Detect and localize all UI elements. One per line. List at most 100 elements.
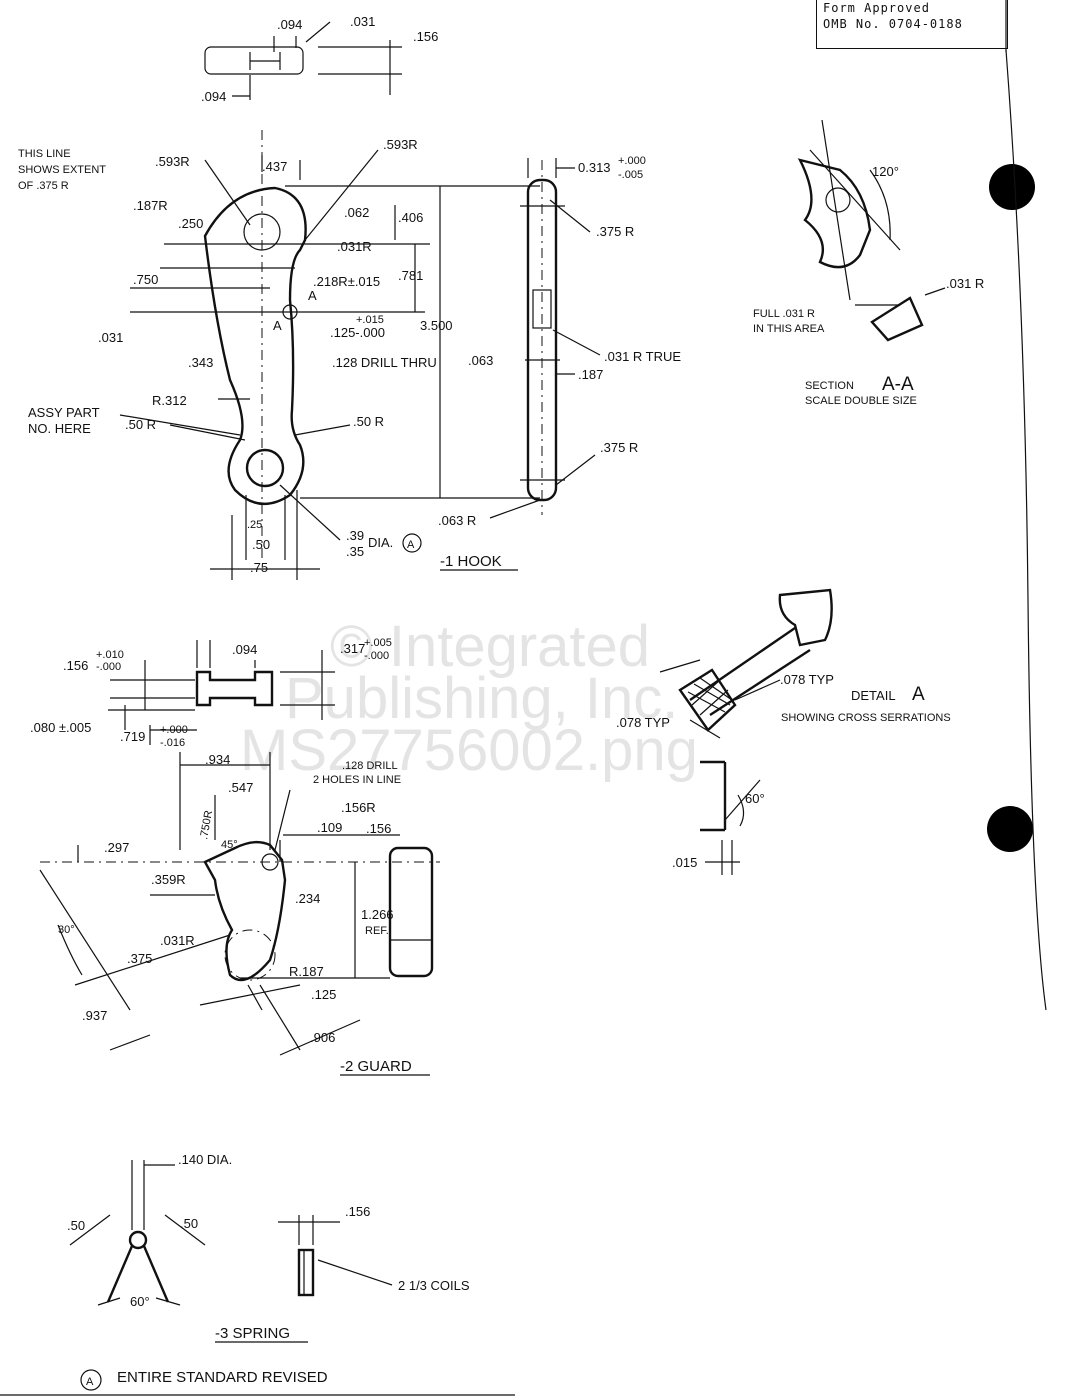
revision-flag-a — [402, 533, 422, 553]
guard-drill1: .128 DRILL — [342, 760, 398, 772]
side-tol-plus: +.000 — [618, 155, 646, 167]
guard-d094: .094 — [232, 642, 257, 657]
detail-serrations — [678, 668, 737, 732]
spring-view: .140 DIA. .50 .50 60° .156 2 1/3 COILS -… — [67, 1152, 470, 1343]
guard-r031: .031R — [160, 933, 195, 948]
side-r375-bottom: .375 R — [600, 440, 638, 455]
guard-d156-tol-minus: -.000 — [96, 661, 121, 673]
detail-a: .078 TYP DETAIL A .078 TYP SHOWING CROSS… — [616, 588, 951, 875]
spring-coil — [128, 1230, 148, 1250]
section-aa: 120° .031 R FULL .031 R IN THIS AREA SEC… — [753, 119, 984, 407]
hook-hole — [245, 448, 285, 488]
hook-title: -1 HOOK — [440, 553, 502, 570]
detail-typ-left: .078 TYP — [616, 715, 670, 730]
dim-031: .031 — [350, 14, 375, 29]
hook-dia-bottom: .35 — [346, 544, 364, 559]
hook-side-slot — [532, 289, 552, 329]
hook-tol-plus: +.015 — [356, 314, 384, 326]
guard-view: .934 .128 DRILL 2 HOLES IN LINE .547 .75… — [39, 752, 440, 1076]
guard-top-body — [195, 670, 274, 707]
hook-d437: .437 — [262, 159, 287, 174]
section-label: SECTION — [805, 380, 854, 392]
detail-id: A — [912, 684, 925, 705]
section-full1: FULL .031 R — [753, 308, 815, 320]
detail-showing: SHOWING CROSS SERRATIONS — [781, 712, 951, 724]
guard-r187: R.187 — [289, 964, 324, 979]
guard-d125: .125 — [311, 987, 336, 1002]
guard-r750: .750R — [198, 809, 215, 840]
guard-d109: .109 — [317, 820, 342, 835]
hook-d031-left: .031 — [98, 330, 123, 345]
guard-d547: .547 — [228, 780, 253, 795]
hook-d3500: 3.500 — [420, 318, 453, 333]
guard-ang30: 30° — [58, 924, 75, 936]
section-angle: 120° — [872, 164, 899, 179]
side-d063: .063 — [468, 353, 493, 368]
section-hole — [825, 187, 851, 213]
guard-d934: .934 — [205, 752, 230, 767]
guard-d719-tol-minus: -.016 — [160, 737, 185, 749]
hook-d250: .250 — [178, 216, 203, 231]
side-r031-true: .031 R TRUE — [604, 349, 681, 364]
detail-typ-top: .078 TYP — [780, 672, 834, 687]
side-d187: .187 — [578, 367, 603, 382]
spring-coils: 2 1/3 COILS — [398, 1278, 470, 1293]
dim-156: .156 — [413, 29, 438, 44]
border-curve — [1005, 49, 1047, 1011]
guard-title: -2 GUARD — [340, 1058, 412, 1075]
detail-label: DETAIL — [851, 688, 896, 703]
guard-ang45: 45° — [221, 839, 238, 851]
punch-hole-top — [989, 164, 1035, 210]
note-line3: OF .375 R — [18, 180, 69, 192]
hook-r312: R.312 — [152, 393, 187, 408]
hook-view: THIS LINE SHOWS EXTENT OF .375 R .593R .… — [18, 130, 540, 580]
hook-dia-label: DIA. — [368, 535, 393, 550]
hook-drill: .128 DRILL THRU — [332, 355, 437, 370]
guard-d906: .906 — [310, 1030, 335, 1045]
spring-d156: .156 — [345, 1204, 370, 1219]
footnote-text: ENTIRE STANDARD REVISED — [117, 1369, 328, 1386]
watermark: © Integrated Publishing, Inc. MS27756002… — [240, 614, 698, 783]
form-approved-box: Form Approved OMB No. 0704-0188 — [816, 0, 1008, 49]
assy-line1: ASSY PART — [28, 405, 100, 420]
guard-radius-circle — [224, 929, 276, 981]
section-scale: SCALE DOUBLE SIZE — [805, 395, 917, 407]
hook-r187: .187R — [133, 198, 168, 213]
side-tol-minus: -.005 — [618, 169, 643, 181]
watermark-line2: Publishing, Inc. — [285, 666, 678, 731]
dim-094-top: .094 — [277, 17, 302, 32]
top-view-body — [204, 46, 304, 75]
form-approved-text: Form Approved — [823, 1, 930, 15]
section-profile — [797, 158, 872, 269]
detail-d015: .015 — [672, 855, 697, 870]
hook-r50-right: .50 R — [353, 414, 384, 429]
guard-ref: REF. — [365, 925, 389, 937]
footnote-flag-circle — [80, 1369, 102, 1391]
footnote-flag: A — [86, 1376, 94, 1388]
section-r031: .031 R — [946, 276, 984, 291]
omb-number: OMB No. 0704-0188 — [823, 17, 963, 31]
guard-outline — [203, 840, 287, 982]
hook-side-view: 0.313 +.000 -.005 .375 R .063 .031 R TRU… — [438, 155, 681, 528]
hook-r031: .031R — [337, 239, 372, 254]
side-r375-top: .375 R — [596, 224, 634, 239]
hook-tol-125: .125-.000 — [330, 325, 385, 340]
hook-r593-right: .593R — [383, 137, 418, 152]
hook-r50-left: .50 R — [125, 417, 156, 432]
guard-r156: .156R — [341, 800, 376, 815]
guard-d080: .080 ±.005 — [30, 720, 91, 735]
watermark-line1: © Integrated — [330, 614, 650, 679]
hook-side-body — [526, 178, 558, 502]
note-line2: SHOWS EXTENT — [18, 164, 106, 176]
watermark-line3: MS27756002.png — [240, 718, 698, 783]
guard-d719-tol-plus: +.000 — [160, 724, 188, 736]
hook-outline — [203, 186, 307, 506]
guard-d297: .297 — [104, 840, 129, 855]
top-view: .094 .031 .156 .094 — [201, 14, 438, 104]
guard-d317-tol-minus: -.000 — [364, 650, 389, 662]
guard-d156: .156 — [63, 658, 88, 673]
guard-d317-tol-plus: +.005 — [364, 637, 392, 649]
hook-a-label-2: A — [273, 318, 282, 333]
note-line1: THIS LINE — [18, 148, 71, 160]
